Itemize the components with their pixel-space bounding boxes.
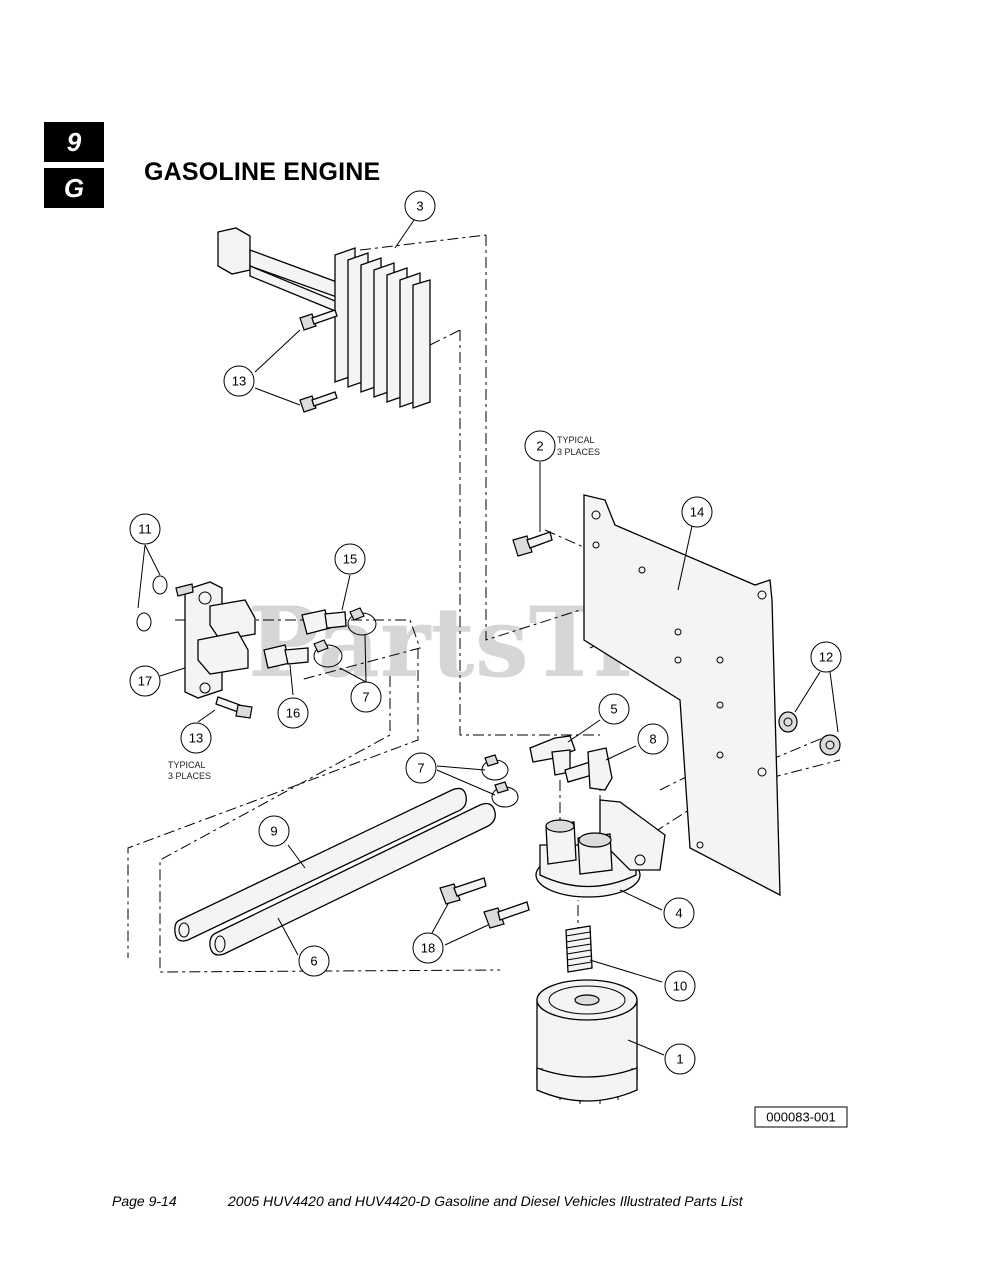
mounting-plate-part-14 — [583, 494, 781, 897]
callout-10-number: 10 — [673, 979, 687, 994]
nut-part-12-b — [819, 734, 841, 756]
callout-6-number: 6 — [310, 954, 317, 969]
callout-5-number: 5 — [610, 702, 617, 717]
callout-13-lower-number: 13 — [189, 731, 203, 746]
callout-17-number: 17 — [138, 674, 152, 689]
callout-8-number: 8 — [649, 732, 656, 747]
callout-7-upper-number: 7 — [362, 690, 369, 705]
callout-18-number: 18 — [421, 941, 435, 956]
elbow-fitting-part-8 — [564, 747, 613, 791]
callout-17: 17 — [129, 665, 161, 697]
callout-12-number: 12 — [819, 650, 833, 665]
footer-document-title: 2005 HUV4420 and HUV4420-D Gasoline and … — [228, 1193, 743, 1209]
bolt-part-18-a — [439, 877, 487, 905]
callout-14-number: 14 — [690, 505, 704, 520]
section-tab-number: 9 — [44, 122, 104, 162]
bolt-part-18-b — [483, 901, 530, 929]
callout-4-number: 4 — [675, 906, 682, 921]
fuel-hose-part-9 — [174, 787, 467, 942]
callout-7-lower-number: 7 — [417, 761, 424, 776]
callout-11-number: 11 — [138, 522, 152, 537]
callout-7-upper: 7 — [350, 681, 382, 713]
fuel-pump-part-17 — [175, 581, 256, 699]
fuel-cooler-part-3 — [217, 227, 431, 409]
callout-5: 5 — [598, 693, 630, 725]
callout-13-lower: 13 — [180, 722, 212, 754]
elbow-fitting-part-5 — [529, 735, 576, 776]
nut-part-12-a — [778, 711, 798, 733]
callout-16: 16 — [277, 697, 309, 729]
callout-10: 10 — [664, 970, 696, 1002]
callout-4: 4 — [663, 897, 695, 929]
callout-16-number: 16 — [286, 706, 300, 721]
callout-15: 15 — [334, 543, 366, 575]
callout-11: 11 — [129, 513, 161, 545]
hose-clamp-part-7-b — [313, 639, 343, 668]
callout-9-number: 9 — [270, 824, 277, 839]
callout-8: 8 — [637, 723, 669, 755]
note-typical-2-line2: 3 PLACES — [557, 447, 600, 457]
o-ring-part-11-b — [136, 612, 152, 632]
section-tab-letter: G — [44, 168, 104, 208]
bolt-part-13-upper — [299, 309, 338, 331]
footer-page-number: Page 9-14 — [112, 1193, 177, 1209]
callout-18: 18 — [412, 932, 444, 964]
note-typical-13-line2: 3 PLACES — [168, 771, 211, 781]
callout-3-number: 3 — [416, 199, 423, 214]
callout-7-lower: 7 — [405, 752, 437, 784]
hose-clamp-part-7-d — [491, 781, 519, 808]
oil-filter-part-1 — [536, 979, 638, 1104]
bolt-part-13-pump — [215, 696, 253, 719]
callout-6: 6 — [298, 945, 330, 977]
drawing-number-box: 000083-001 — [754, 1106, 848, 1128]
page-title: GASOLINE ENGINE — [144, 158, 381, 186]
filter-head-part-4 — [535, 799, 666, 898]
callout-13-upper-number: 13 — [232, 374, 246, 389]
bolt-part-2 — [512, 531, 553, 557]
drawing-number: 000083-001 — [766, 1110, 835, 1125]
callout-2-number: 2 — [536, 439, 543, 454]
threaded-stud-part-10 — [565, 925, 593, 973]
bolt-part-13-lower — [299, 391, 338, 413]
note-typical-13-line1: TYPICAL — [168, 760, 206, 770]
callout-1-number: 1 — [676, 1052, 683, 1067]
hose-clamp-part-7-a — [347, 607, 377, 636]
callout-3: 3 — [404, 190, 436, 222]
callout-15-number: 15 — [343, 552, 357, 567]
fitting-part-15 — [301, 609, 347, 635]
callout-12: 12 — [810, 641, 842, 673]
callout-9: 9 — [258, 815, 290, 847]
callout-leaders — [137, 219, 839, 1056]
callout-14: 14 — [681, 496, 713, 528]
hose-clamp-part-7-c — [481, 754, 509, 781]
o-ring-part-11-a — [152, 575, 168, 595]
callout-1: 1 — [664, 1043, 696, 1075]
note-typical-2-line1: TYPICAL — [557, 435, 595, 445]
callout-2: 2 — [524, 430, 556, 462]
fitting-part-16 — [263, 644, 309, 669]
fuel-hose-part-6 — [209, 802, 496, 956]
callout-13-upper: 13 — [223, 365, 255, 397]
